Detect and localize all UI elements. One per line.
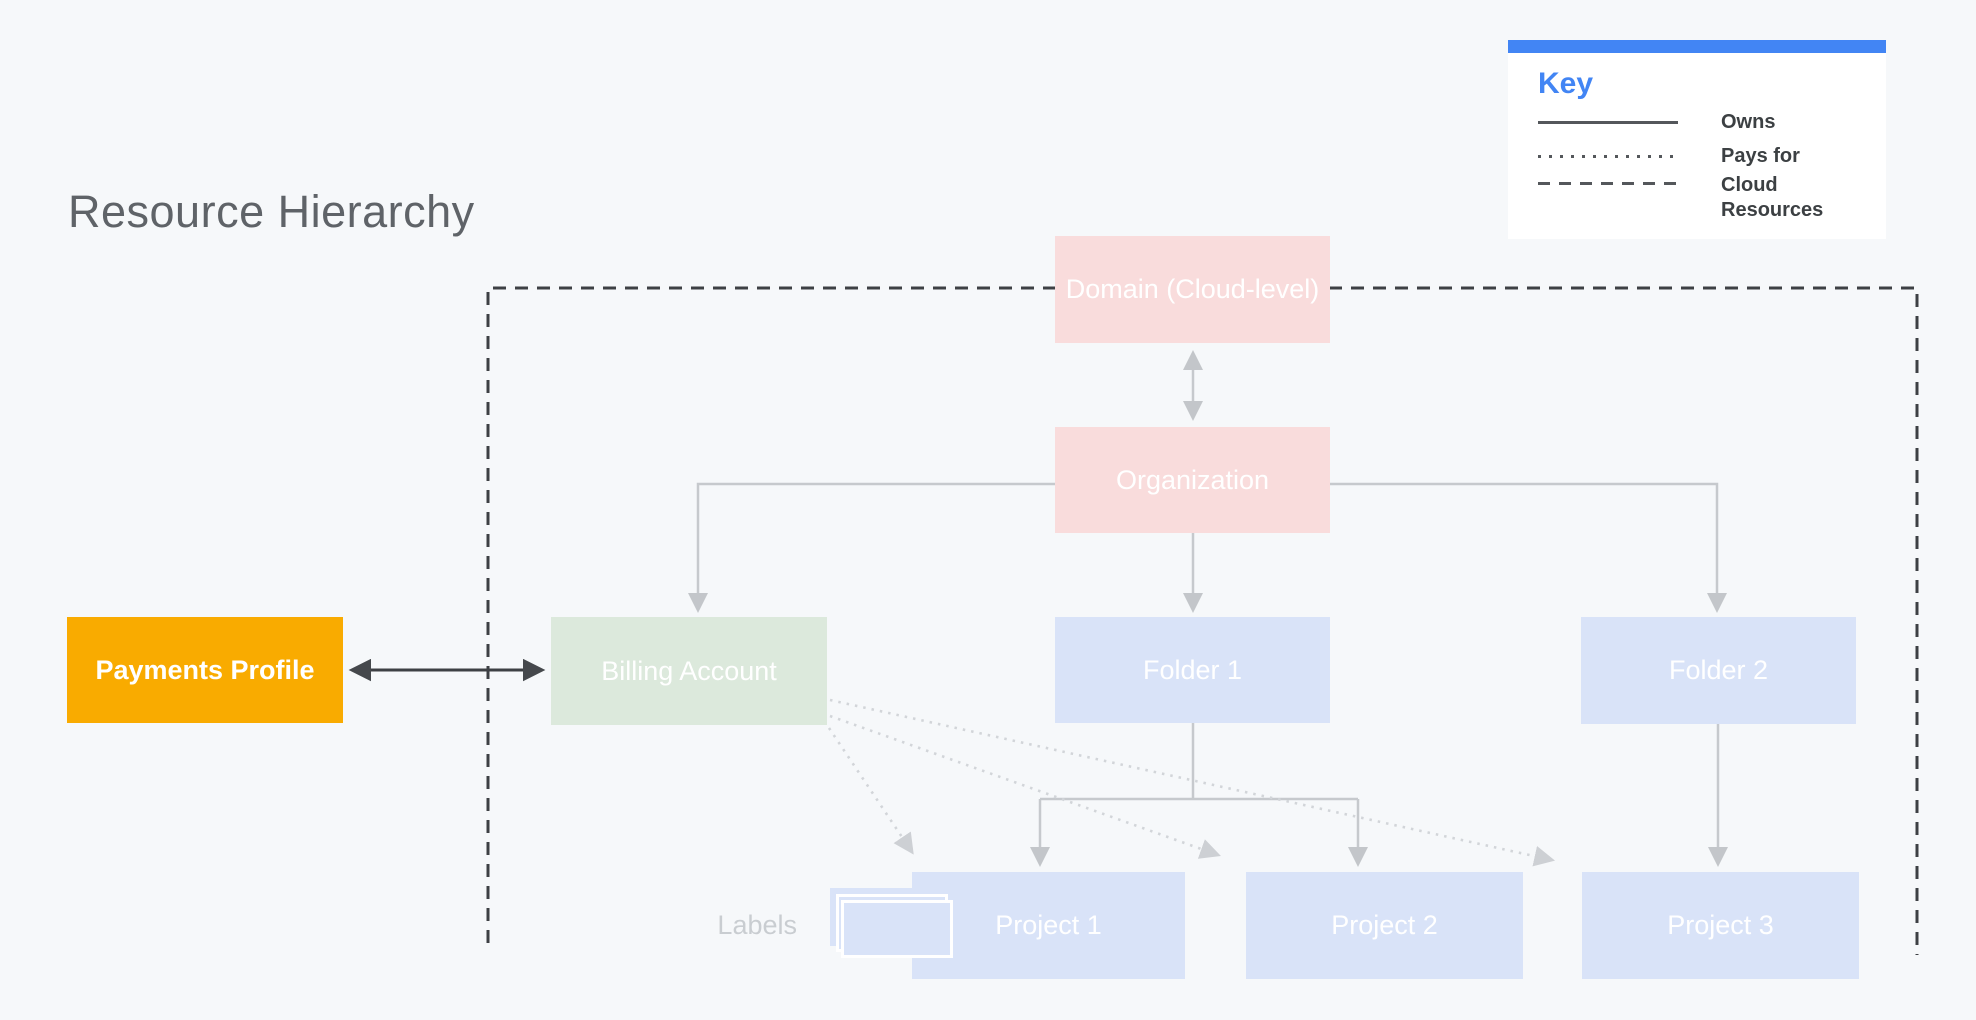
- cloud-resources-dashed-line-sample: [1538, 182, 1678, 185]
- node-organization: Organization: [1055, 427, 1330, 533]
- node-folder-2: Folder 2: [1581, 617, 1856, 724]
- legend: Key Owns Pays for Cloud Resources: [1508, 40, 1886, 239]
- legend-item-pays-for: Pays for: [1538, 139, 1866, 173]
- labels-caption: Labels: [717, 910, 797, 940]
- organization-billing-connector: [688, 482, 1055, 613]
- node-organization-label: Organization: [1115, 464, 1270, 495]
- legend-item-cloud-resources: Cloud Resources: [1538, 173, 1866, 223]
- page-title: Resource Hierarchy: [68, 186, 475, 237]
- legend-accent-bar: [1508, 40, 1886, 53]
- node-folder-1-label: Folder 1: [1142, 654, 1243, 685]
- node-project-1: Project 1: [912, 872, 1185, 979]
- label-card-front: [841, 900, 953, 958]
- node-folder-2-label: Folder 2: [1668, 655, 1769, 685]
- legend-item-cloud-resources-label: Cloud Resources: [1721, 174, 1824, 221]
- node-payments-profile-label: Payments Profile: [95, 654, 315, 685]
- pays-for-line-project2: [829, 714, 1221, 859]
- node-billing-account-label: Billing Account: [601, 655, 777, 686]
- node-project-3: Project 3: [1582, 872, 1859, 979]
- organization-folder2-connector: [1330, 482, 1727, 613]
- legend-body: Key Owns Pays for Cloud Resources: [1508, 53, 1886, 239]
- pays-for-line-project3: [829, 698, 1556, 867]
- node-domain-label: Domain (Cloud-level): [1065, 274, 1320, 304]
- node-project-2: Project 2: [1246, 872, 1523, 979]
- pays-for-dotted-line-sample: [1538, 154, 1678, 158]
- node-project-2-label: Project 2: [1331, 910, 1438, 940]
- pays-for-line-project1: [827, 727, 914, 855]
- node-project-1-label: Project 1: [995, 910, 1102, 940]
- legend-item-owns: Owns: [1538, 105, 1866, 139]
- labels-stack-icon: [830, 888, 960, 966]
- owns-solid-line-sample: [1538, 120, 1678, 124]
- folder1-branch-stem: [1040, 723, 1358, 801]
- node-billing-account: Billing Account: [551, 617, 827, 725]
- legend-item-pays-for-label: Pays for: [1721, 144, 1800, 167]
- node-project-3-label: Project 3: [1667, 910, 1774, 940]
- node-domain: Domain (Cloud-level): [1055, 236, 1330, 343]
- node-payments-profile: Payments Profile: [67, 617, 343, 723]
- legend-heading: Key: [1538, 67, 1594, 100]
- node-folder-1: Folder 1: [1055, 617, 1330, 723]
- legend-item-owns-label: Owns: [1721, 110, 1776, 133]
